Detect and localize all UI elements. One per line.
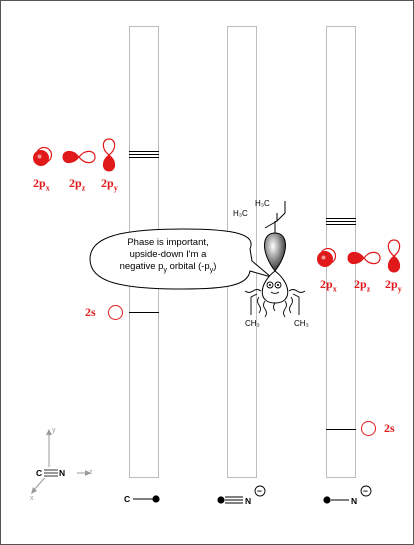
nitrogen-2s-orbital-icon xyxy=(361,421,376,436)
nitrogen-2pz-orbital-icon xyxy=(347,251,381,265)
left-leg-methyl: CH₃ xyxy=(245,319,260,328)
carbon-2pz-orbital-icon xyxy=(62,150,96,164)
speech-bubble xyxy=(89,228,272,290)
carbon-2s-label: 2s xyxy=(85,305,96,319)
bottom-cyanide-charge: − xyxy=(257,486,262,496)
carbon-2p-level-3 xyxy=(129,157,159,158)
speech-bubble-text: Phase is important, upside-down I'm a ne… xyxy=(93,237,243,277)
axis-y-label: y xyxy=(52,427,56,434)
carbon-2s-orbital-icon xyxy=(108,305,123,320)
bubble-line-1: Phase is important, xyxy=(127,237,209,248)
axis-diagram: y z x C N xyxy=(30,427,93,502)
axis-molecule-c: C xyxy=(36,468,42,478)
axis-molecule-n: N xyxy=(59,468,65,478)
bottom-c-label: C xyxy=(124,494,130,504)
nitrogen-2py-orbital-icon xyxy=(387,239,401,273)
right-leg-methyl: CH₃ xyxy=(294,319,309,328)
nitrogen-2pz-label: 2pz xyxy=(354,277,371,294)
carbon-2px-label: 2px xyxy=(33,176,50,193)
nitride-diagram: N − xyxy=(323,485,372,506)
nitrogen-2p-level-2 xyxy=(326,221,356,222)
carbon-2px-orbital-icon xyxy=(33,146,53,166)
axis-z-label: z xyxy=(89,469,93,476)
carbon-2p-level-1 xyxy=(129,151,159,152)
nitrogen-2px-label: 2px xyxy=(320,277,337,294)
nitrogen-2p-level-1 xyxy=(326,218,356,219)
axis-x-label: x xyxy=(30,495,34,502)
carbon-2s-level xyxy=(129,312,159,313)
carbon-2py-orbital-icon xyxy=(102,138,116,172)
carbon-2pz-label: 2pz xyxy=(69,176,86,193)
nitrogen-2px-orbital-icon xyxy=(317,247,337,267)
bottom-n-label: N xyxy=(351,496,357,506)
carbon-2py-label: 2py xyxy=(101,176,118,193)
orbital-character: H₃C H₃C CH₃ CH₃ xyxy=(233,199,309,328)
cyanide-diagram: N − xyxy=(217,485,266,506)
bubble-line-3: negative py orbital (-py) xyxy=(119,261,217,274)
carbon-atom-diagram: C xyxy=(124,494,160,504)
nitrogen-2s-label: 2s xyxy=(384,421,395,435)
nitrogen-2s-level xyxy=(326,429,356,430)
bottom-n-charge: − xyxy=(363,486,368,496)
nitrogen-2p-level-3 xyxy=(326,224,356,225)
bubble-line-2: upside-down I'm a xyxy=(129,249,207,260)
top-methyl: H₃C xyxy=(255,199,270,208)
nitrogen-2py-label: 2py xyxy=(385,277,402,294)
top-left-methyl: H₃C xyxy=(233,209,248,218)
carbon-2p-level-2 xyxy=(129,154,159,155)
bottom-cyanide-n: N xyxy=(245,496,251,506)
